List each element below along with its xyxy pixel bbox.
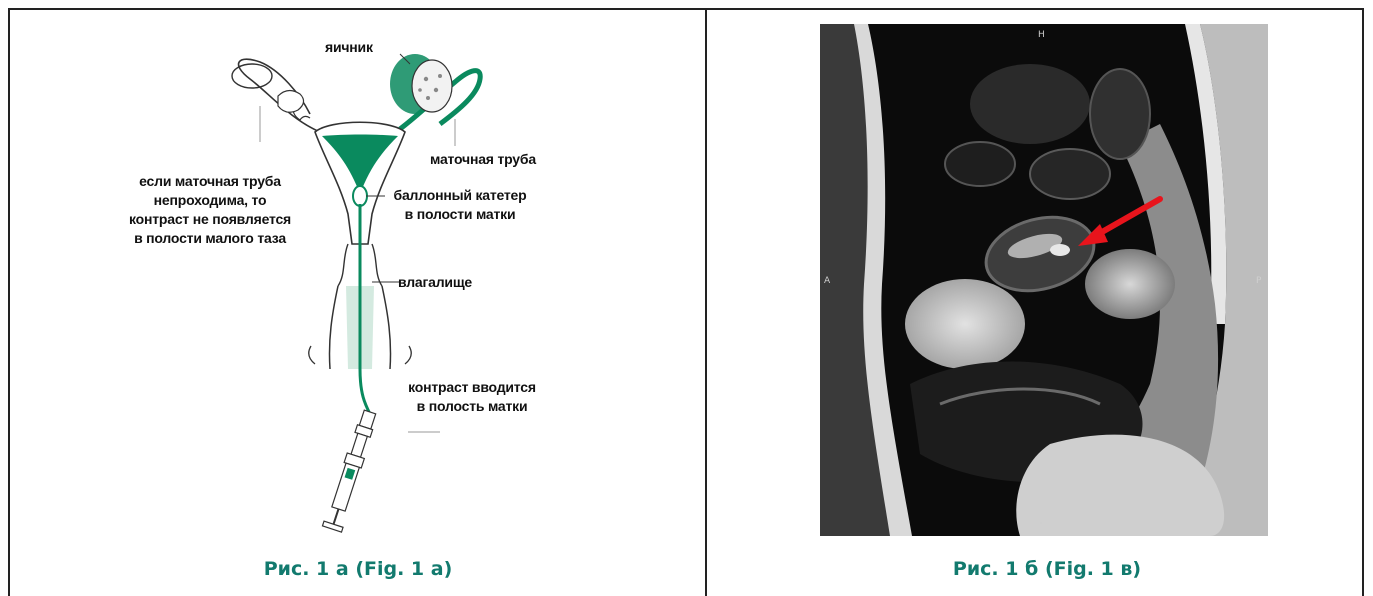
figure-caption-right: Рис. 1 б (Fig. 1 в) <box>847 558 1247 580</box>
column-divider <box>705 8 707 596</box>
orientation-left: A <box>824 276 830 286</box>
figure-caption-left: Рис. 1 а (Fig. 1 а) <box>158 558 558 580</box>
hysterosalpingography-diagram: яичник маточная труба если маточная труб… <box>110 24 610 544</box>
red-arrow <box>1078 199 1160 246</box>
balloon-line-2: в полости матки <box>380 205 540 224</box>
mri-illustration <box>820 24 1268 536</box>
ovary-label: яичник <box>325 38 373 57</box>
blocked-tube-line-2: непроходима, то <box>110 191 310 210</box>
blocked-tube-label: если маточная труба непроходима, то конт… <box>110 172 310 248</box>
balloon-line-1: баллонный катетер <box>380 186 540 205</box>
contrast-injection-label: контраст вводится в полость матки <box>392 378 552 416</box>
left-fimbriae <box>232 64 272 88</box>
left-ovary <box>278 90 304 112</box>
uterus-illustration <box>110 24 610 544</box>
balloon-catheter <box>353 186 367 206</box>
orientation-bottom: F <box>1038 520 1043 530</box>
vagina-label: влагалище <box>398 273 472 292</box>
orientation-top: H <box>1038 30 1045 40</box>
orientation-right: P <box>1256 276 1261 286</box>
syringe <box>322 409 379 532</box>
mri-sagittal-image: H F A P <box>820 24 1268 536</box>
blocked-tube-line-4: в полости малого таза <box>110 229 310 248</box>
balloon-catheter-label: баллонный катетер в полости матки <box>380 186 540 224</box>
blocked-tube-line-3: контраст не появляется <box>110 210 310 229</box>
contrast-line-2: в полость матки <box>392 397 552 416</box>
right-ovary <box>412 60 452 112</box>
blocked-tube-line-1: если маточная труба <box>110 172 310 191</box>
fallopian-tube-label: маточная труба <box>430 150 536 169</box>
contrast-line-1: контраст вводится <box>392 378 552 397</box>
